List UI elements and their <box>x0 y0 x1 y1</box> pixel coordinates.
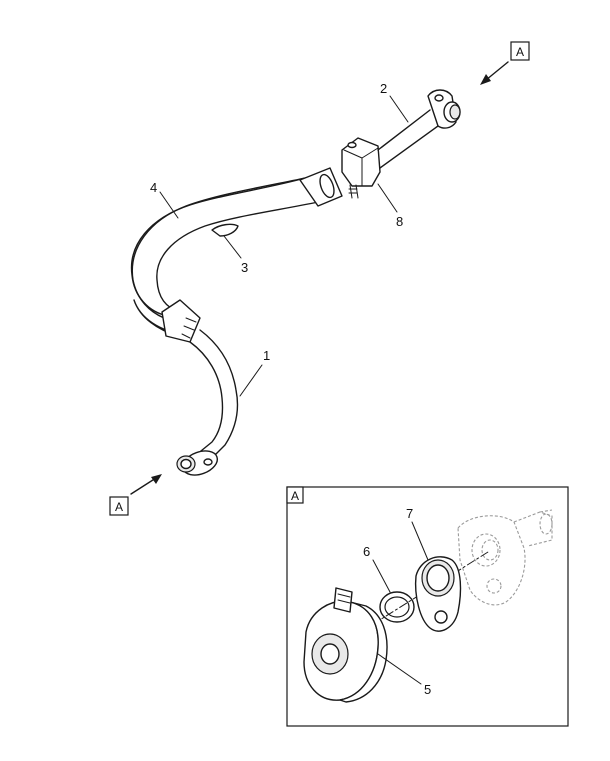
callout-6: 6 <box>363 544 370 559</box>
bracket-8 <box>341 137 381 187</box>
leader-3: 3 <box>223 235 248 275</box>
hose-assembly <box>130 177 319 476</box>
leader-1: 1 <box>239 348 270 397</box>
o-ring-6 <box>379 591 415 623</box>
detail-view-a: A <box>286 486 569 727</box>
gasket-7 <box>414 556 462 632</box>
arrow-bottom-left <box>130 474 162 495</box>
leader-6: 6 <box>363 544 391 593</box>
detail-view-label: A <box>291 489 299 503</box>
callout-3: 3 <box>241 260 248 275</box>
mating-flange-phantom <box>457 509 553 606</box>
arrow-top-right <box>480 61 509 85</box>
callout-8: 8 <box>396 214 403 229</box>
tube-1-fitting <box>176 450 219 476</box>
leader-4: 4 <box>150 180 179 219</box>
leader-8: 8 <box>377 183 403 229</box>
tube-2 <box>377 109 431 151</box>
leader-5: 5 <box>377 653 431 697</box>
flange-5 <box>303 587 388 703</box>
view-label-bottom-left: A <box>109 496 129 516</box>
clamp-3 <box>211 223 239 237</box>
leader-7: 7 <box>406 506 429 561</box>
view-label-top-right: A <box>510 41 530 61</box>
view-label-top-right-text: A <box>516 45 524 59</box>
tube-2-assembly <box>299 89 461 207</box>
callout-1: 1 <box>263 348 270 363</box>
leader-2: 2 <box>380 81 409 123</box>
hose-coupling <box>161 299 201 343</box>
callout-4: 4 <box>150 180 157 195</box>
tube-1 <box>199 329 239 461</box>
bolt <box>349 184 359 199</box>
callout-2: 2 <box>380 81 387 96</box>
view-label-bottom-left-text: A <box>115 500 123 514</box>
callout-7: 7 <box>406 506 413 521</box>
hose-4 <box>130 177 306 337</box>
callout-5: 5 <box>424 682 431 697</box>
